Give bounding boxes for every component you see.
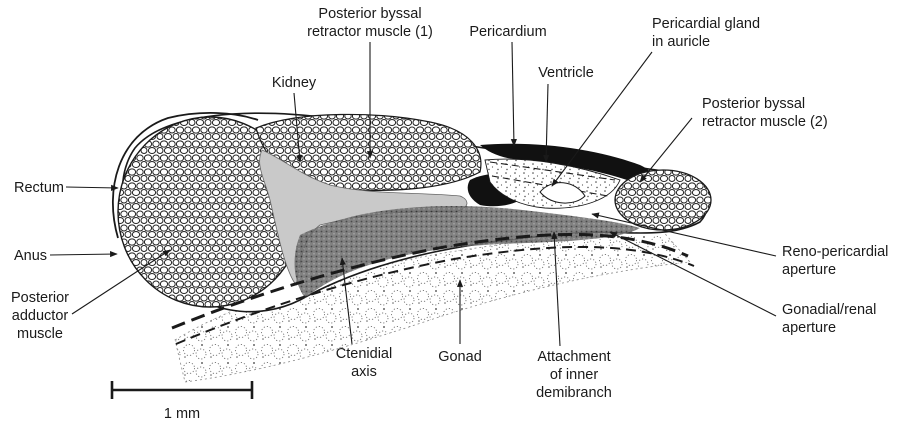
leader-gonadial-renal — [610, 232, 776, 316]
label-ventricle: Ventricle — [538, 65, 594, 81]
label-attachment-line1: Attachment — [537, 349, 610, 365]
scale-bar-label: 1 mm — [164, 406, 200, 422]
label-reno-pericardial-line2: aperture — [782, 262, 836, 278]
label-posterior-adductor-line3: muscle — [17, 326, 63, 342]
label-pericardial-gland: Pericardial gland in auricle — [652, 16, 760, 50]
label-posterior-byssal-1-line1: Posterior byssal — [318, 6, 421, 22]
scale-bar: 1 mm — [112, 381, 252, 422]
label-posterior-adductor: Posterior adductor muscle — [11, 290, 69, 342]
label-attachment-line3: demibranch — [536, 385, 612, 401]
label-posterior-byssal-2-line2: retractor muscle (2) — [702, 114, 828, 130]
byssal-retractor-2 — [615, 170, 711, 230]
leader-pericardium — [512, 42, 514, 146]
label-reno-pericardial: Reno-pericardial aperture — [782, 244, 888, 278]
leader-rectum — [66, 187, 118, 188]
label-posterior-byssal-2-line1: Posterior byssal — [702, 96, 805, 112]
label-kidney: Kidney — [272, 75, 317, 91]
label-posterior-byssal-1: Posterior byssal retractor muscle (1) — [307, 6, 433, 40]
label-posterior-adductor-line1: Posterior — [11, 290, 69, 306]
label-ctenidial-axis: Ctenidial axis — [336, 346, 392, 380]
label-posterior-adductor-line2: adductor — [12, 308, 69, 324]
label-pericardial-gland-line2: in auricle — [652, 34, 710, 50]
label-anus: Anus — [14, 248, 47, 264]
label-rectum: Rectum — [14, 180, 64, 196]
label-attachment-line2: of inner — [550, 367, 599, 383]
label-attachment: Attachment of inner demibranch — [536, 349, 612, 401]
label-ctenidial-axis-line1: Ctenidial — [336, 346, 392, 362]
label-posterior-byssal-1-line2: retractor muscle (1) — [307, 24, 433, 40]
label-reno-pericardial-line1: Reno-pericardial — [782, 244, 888, 260]
label-ctenidial-axis-line2: axis — [351, 364, 377, 380]
label-posterior-byssal-2: Posterior byssal retractor muscle (2) — [702, 96, 828, 130]
label-gonadial-renal: Gonadial/renal aperture — [782, 302, 876, 336]
label-gonad: Gonad — [438, 349, 482, 365]
label-gonadial-renal-line1: Gonadial/renal — [782, 302, 876, 318]
leader-anus — [50, 254, 117, 255]
label-pericardial-gland-line1: Pericardial gland — [652, 16, 760, 32]
label-gonadial-renal-line2: aperture — [782, 320, 836, 336]
label-pericardium: Pericardium — [469, 24, 546, 40]
